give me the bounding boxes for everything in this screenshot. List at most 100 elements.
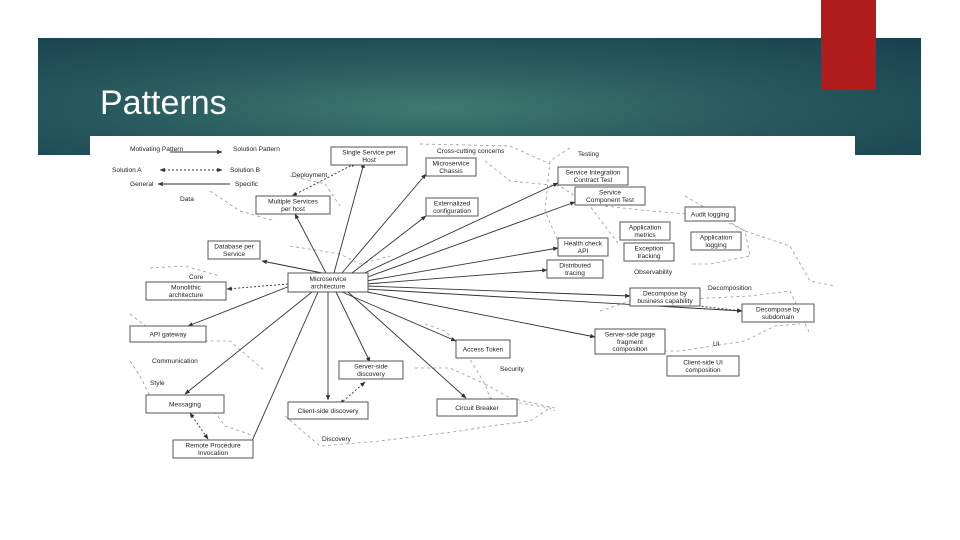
box-label: Server-side page — [605, 332, 656, 339]
box-frame — [287, 401, 369, 420]
slide-title: Patterns — [100, 84, 227, 122]
box-label: Remote Procedure — [185, 443, 241, 450]
group-communication: Communication — [152, 358, 198, 365]
box-label: API — [578, 248, 589, 255]
box-label: Audit logging — [691, 211, 729, 218]
box-label: Multiple Services — [268, 199, 319, 206]
group-outlines — [129, 143, 836, 447]
box-label: Monolithic — [171, 285, 201, 292]
box-label: discovery — [357, 371, 386, 378]
box-label: metrics — [634, 232, 656, 239]
box-label: API gateway — [149, 331, 187, 338]
box-frame — [574, 186, 646, 206]
box-label: business capability — [637, 298, 693, 305]
box-frame — [330, 146, 408, 166]
box-frame — [684, 206, 736, 222]
box-frame — [623, 242, 675, 262]
pattern-diagram: Motivating Pattern Solution Pattern Solu… — [90, 136, 855, 470]
box-label: Server-side — [354, 364, 388, 371]
box-label: Health check — [564, 241, 603, 248]
box-label: Circuit Breaker — [455, 405, 499, 412]
legend-motivating: Motivating Pattern — [130, 146, 183, 153]
box-frame — [557, 166, 629, 186]
box-frame — [619, 221, 671, 241]
box-frame — [436, 398, 518, 417]
legend-general: General — [130, 181, 154, 188]
title-banner — [38, 38, 921, 155]
accent-bar — [821, 0, 876, 90]
box-label: composition — [612, 346, 648, 353]
box-frame — [207, 240, 261, 260]
box-label: Decompose by — [756, 307, 801, 314]
box-label: Host — [362, 157, 376, 164]
group-security: Security — [500, 366, 525, 373]
box-label: Invocation — [198, 450, 228, 457]
group-labels: Data Deployment Cross-cutting concerns T… — [150, 148, 752, 443]
box-client-side-discovery: Client-side discovery — [287, 401, 369, 420]
box-label: Application — [700, 235, 733, 242]
box-label: Chassis — [439, 168, 463, 175]
group-testing: Testing — [578, 151, 599, 158]
box-frame — [172, 439, 254, 459]
box-label: Decompose by — [643, 291, 688, 298]
box-frame — [145, 394, 225, 414]
box-label: tracking — [637, 253, 660, 260]
box-label: Client-side UI — [683, 360, 723, 367]
box-frame — [129, 325, 207, 343]
box-audit-logging: Audit logging — [684, 206, 736, 222]
box-frame — [255, 195, 331, 215]
group-cross-cutting: Cross-cutting concerns — [437, 148, 505, 155]
box-frame — [287, 272, 369, 293]
legend: Motivating Pattern Solution Pattern Solu… — [112, 146, 280, 188]
box-frame — [546, 259, 604, 279]
box-label: Contract Test — [574, 177, 613, 184]
box-label: per host — [281, 206, 305, 213]
box-label: Service — [223, 251, 245, 258]
box-label: Access Token — [463, 346, 504, 353]
box-label: tracing — [565, 270, 585, 277]
group-observability: Observability — [634, 269, 673, 276]
box-label: configuration — [433, 208, 471, 215]
legend-solution-a: Solution A — [112, 167, 142, 174]
box-label: Messaging — [169, 401, 201, 408]
box-frame — [594, 328, 666, 355]
box-label: Microservice — [432, 161, 469, 168]
box-label: Client-side discovery — [298, 408, 360, 415]
box-label: composition — [685, 367, 721, 374]
box-frame — [425, 197, 479, 217]
box-frame — [741, 303, 815, 323]
box-label: Single Service per — [342, 150, 396, 157]
group-data: Data — [180, 196, 194, 203]
group-deployment: Deployment — [292, 172, 327, 179]
box-label: Externalized — [434, 201, 471, 208]
box-label: Component Test — [586, 197, 634, 204]
box-label: subdomain — [762, 314, 795, 321]
box-label: logging — [705, 242, 727, 249]
group-ui: UI — [713, 341, 720, 348]
box-label: Exception — [635, 246, 664, 253]
box-label: Service Integration — [566, 170, 621, 177]
box-label: Microservice — [309, 276, 346, 283]
box-frame — [666, 355, 740, 377]
box-frame — [145, 281, 227, 301]
box-label: fragment — [617, 339, 643, 346]
group-discovery: Discovery — [322, 436, 352, 443]
group-style: Style — [150, 380, 165, 387]
box-label: Database per — [214, 244, 254, 251]
